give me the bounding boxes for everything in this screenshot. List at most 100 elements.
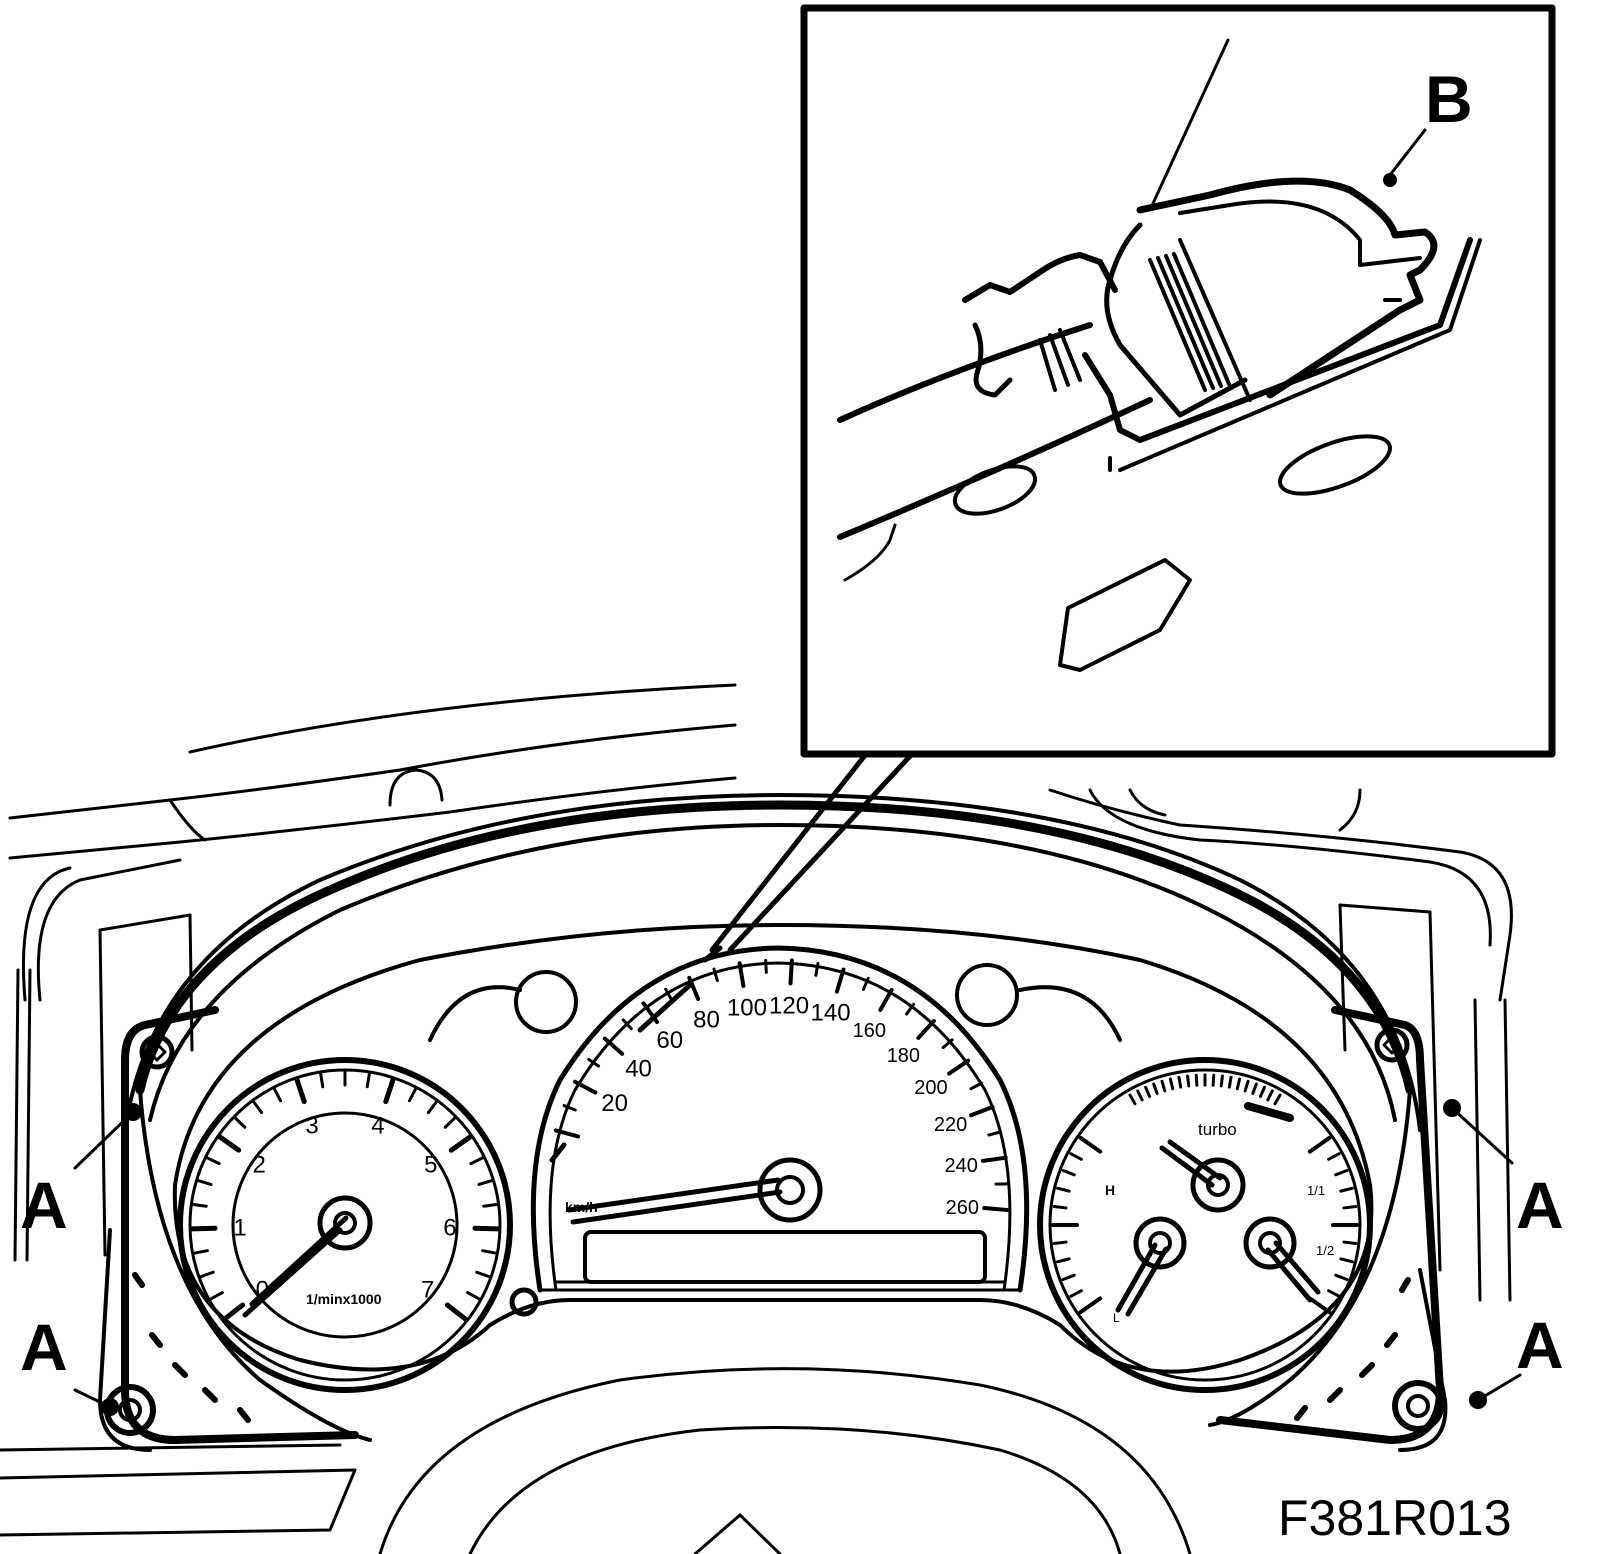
callout-a-top-left: A: [20, 1103, 142, 1242]
turbo-tick: [1186, 1074, 1191, 1088]
callout-a-label: A: [1516, 1168, 1564, 1242]
fuel-full-label: 1/1: [1307, 1183, 1325, 1198]
detail-inset-b: [709, 4, 1556, 953]
speedometer-display-window: [583, 1230, 987, 1284]
turbo-tick: [1128, 1093, 1137, 1106]
speedometer-tick-label: 140: [811, 1000, 851, 1027]
aux-tick: [1069, 1152, 1083, 1161]
speedometer-tick: [916, 1018, 936, 1040]
tachometer-tick: [233, 1116, 247, 1129]
speedometer-tick: [602, 1036, 625, 1056]
tachometer-needle: [242, 1215, 349, 1318]
speedometer-tick: [861, 976, 870, 991]
speedometer-tick: [947, 1058, 971, 1076]
tachometer-tick: [475, 1270, 491, 1279]
tachometer-tick: [383, 1077, 396, 1105]
fuel-half-label: 1/2: [1316, 1243, 1334, 1258]
turbo-tick: [1219, 1074, 1224, 1088]
right-vent-slats: [1294, 1277, 1411, 1421]
speedometer-tick: [969, 1081, 984, 1091]
tachometer-unit: 1/minx1000: [306, 1291, 382, 1307]
turbo-tick: [1144, 1085, 1152, 1098]
turbo-tick: [1194, 1073, 1199, 1087]
tachometer-tick: [469, 1156, 485, 1166]
speedometer-tick-label: 160: [853, 1020, 886, 1042]
turbo-label: turbo: [1198, 1120, 1237, 1139]
turbo-tick: [1258, 1085, 1266, 1098]
tachometer-tick: [482, 1202, 499, 1208]
aux-tick: [1307, 1135, 1332, 1154]
tachometer-tick: [191, 1202, 208, 1208]
aux-tick: [1078, 1296, 1103, 1315]
speedometer-tick: [764, 958, 768, 974]
callout-a-label: A: [20, 1168, 68, 1242]
aux-tick: [1339, 1186, 1354, 1193]
aux-tick: [1078, 1135, 1103, 1154]
speedometer-tick: [687, 975, 701, 1002]
turbo-needle: [1159, 1139, 1223, 1188]
speedometer-tick: [987, 1130, 1003, 1137]
aux-gauge: turbo H L 1/1 1/2: [1037, 1057, 1373, 1393]
speedometer-tick-label: 260: [946, 1197, 979, 1219]
aux-tick: [1056, 1186, 1071, 1193]
aux-tick: [1056, 1257, 1071, 1264]
tachometer-tick: [448, 1134, 473, 1153]
speedometer-tick: [980, 1155, 1008, 1163]
callout-b: B: [1383, 62, 1473, 187]
tachometer-tick: [444, 1302, 469, 1322]
speedometer-tick-label: 80: [693, 1006, 720, 1033]
tachometer-tick: [273, 1087, 283, 1103]
speedometer-tick: [969, 1104, 995, 1118]
speedometer-tick: [982, 1206, 1010, 1213]
aux-tick: [1307, 1296, 1332, 1315]
fuel-needle: [1265, 1240, 1321, 1303]
speedometer-tick: [562, 1104, 577, 1112]
turbo-tick: [1168, 1077, 1175, 1091]
screw-top-left: [139, 1034, 175, 1070]
tachometer-tick: [205, 1156, 221, 1166]
tachometer-tick-label: 6: [443, 1215, 456, 1242]
temp-high-label: H: [1105, 1182, 1115, 1198]
tachometer-tick: [294, 1077, 307, 1105]
callout-a-bottom-right: A: [1469, 1308, 1564, 1409]
screw-top-right: [1374, 1027, 1410, 1063]
tachometer-tick: [481, 1249, 497, 1255]
speedometer-tick-label: 100: [727, 995, 767, 1022]
callout-a-label: A: [20, 1310, 68, 1384]
aux-tick: [1334, 1273, 1349, 1281]
aux-tick: [1327, 1289, 1341, 1298]
left-vent-slats: [132, 1272, 251, 1423]
cluster-housing: [98, 793, 1448, 1452]
speedometer-tick-label: 40: [625, 1055, 652, 1082]
turbo-tick: [1177, 1075, 1183, 1089]
turbo-tick: [1211, 1073, 1216, 1087]
tachometer-tick: [443, 1116, 457, 1129]
temp-needle: [1115, 1242, 1169, 1317]
tachometer-tick: [472, 1225, 501, 1232]
callout-a-bottom-left: A: [20, 1310, 119, 1416]
tachometer-tick-label: 5: [424, 1152, 437, 1179]
tachometer-tick: [221, 1302, 246, 1322]
callout-a-label: A: [1516, 1308, 1564, 1382]
turbo-tick: [1251, 1082, 1258, 1095]
tachometer-tick: [319, 1072, 325, 1089]
tachometer-tick: [252, 1100, 264, 1115]
speedometer-tick: [905, 1002, 916, 1016]
tachometer-tick: [199, 1270, 215, 1279]
tachometer-tick: [209, 1291, 224, 1301]
speedometer-tick: [814, 961, 820, 977]
figure-id: F381R013: [1278, 1490, 1512, 1546]
speedometer-tick-label: 200: [914, 1077, 947, 1099]
speedometer-tick-label: 180: [887, 1045, 920, 1067]
speedometer-tick-label: 60: [656, 1027, 683, 1054]
speedometer-tick: [664, 987, 674, 1002]
speedometer-needle: [566, 1177, 783, 1225]
tachometer-tick-label: 1: [233, 1215, 246, 1242]
turbo-tick: [1152, 1082, 1159, 1095]
aux-tick: [1342, 1204, 1358, 1210]
speedometer-tick: [712, 967, 719, 983]
tachometer-tick: [193, 1249, 209, 1255]
tachometer-tick: [426, 1100, 438, 1115]
